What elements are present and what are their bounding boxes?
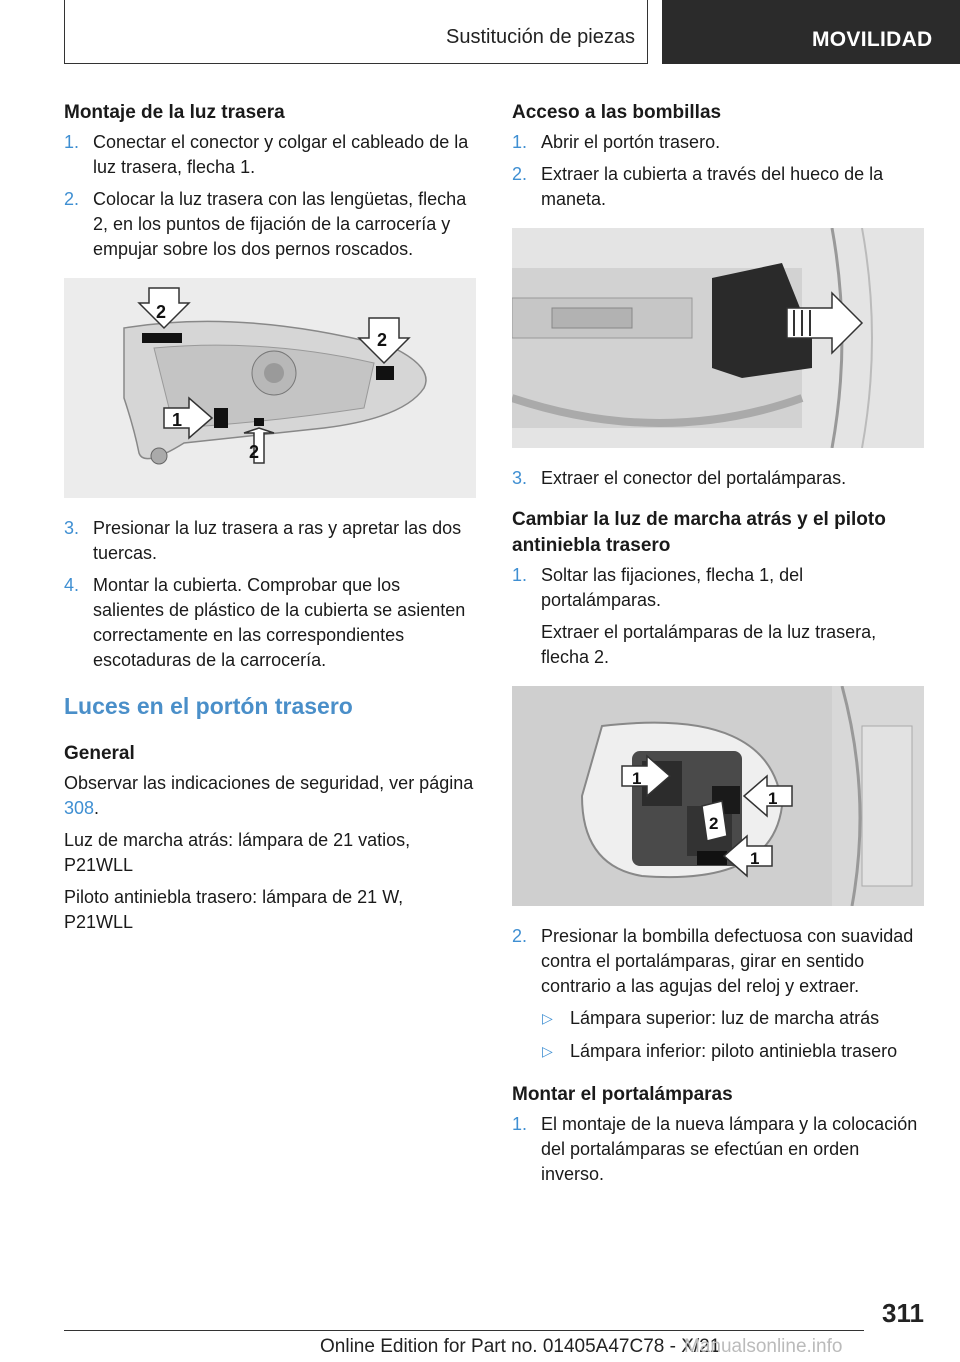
mount-step-2: 2. Colocar la luz trasera con las lengüe… (64, 187, 476, 262)
step-number: 3. (64, 518, 80, 538)
access-heading: Acceso a las bombillas (512, 102, 722, 123)
tailgate-cover-figure (512, 228, 924, 448)
step-number: 2. (512, 164, 528, 184)
mount-step-4: 4. Montar la cubierta. Comprobar que los… (64, 573, 476, 673)
mount-step-3: 3. Presionar la luz trasera a ras y apre… (64, 516, 476, 566)
chapter-tab[interactable]: MOVILIDAD (662, 0, 960, 64)
footer-watermark: Manualsonline.info (684, 1336, 843, 1357)
figure-label: 1 (172, 410, 182, 430)
step-text: Colocar la luz trasera con las lengüetas… (93, 189, 467, 259)
install-heading: Montar el portalámparas (512, 1084, 733, 1105)
change-step-2: 2. Presionar la bombilla defectuosa con … (512, 924, 924, 999)
page-number: 311 (882, 1298, 924, 1328)
step-number: 1. (64, 132, 80, 152)
page-link[interactable]: 308 (64, 798, 95, 818)
general-heading: General (64, 743, 135, 764)
reverse-lamp-spec: Luz de marcha atrás: lámpara de 21 vatio… (64, 830, 411, 875)
figure-label: 1 (750, 849, 759, 868)
mount-heading: Montaje de la luz trasera (64, 102, 285, 123)
change-step-1-extra: Extraer el portalámparas de la luz trase… (541, 622, 877, 667)
footer-divider (64, 1330, 864, 1331)
mount-step-1: 1. Conectar el conector y colgar el cabl… (64, 130, 476, 180)
triangle-bullet-icon: ▷ (542, 1010, 553, 1026)
step-number: 2. (512, 926, 528, 946)
access-step-3: 3. Extraer el conector del portalámparas… (512, 466, 924, 491)
install-step-1: 1. El montaje de la nueva lámpara y la c… (512, 1112, 924, 1187)
figure-label: 2 (249, 442, 259, 462)
step-number: 3. (512, 468, 528, 488)
tailgate-cover-illustration (512, 228, 924, 448)
bullet-lower-lamp: ▷ Lámpara inferior: piloto antiniebla tr… (512, 1039, 924, 1064)
lamp-holder-illustration: 1 1 2 1 (512, 686, 924, 906)
general-text-before: Observar las indicaciones de seguridad, … (64, 773, 474, 793)
triangle-bullet-icon: ▷ (542, 1043, 553, 1059)
general-text-after: . (94, 798, 100, 818)
figure-label: 2 (709, 814, 718, 833)
header-section-title: Sustitución de piezas (445, 26, 635, 48)
step-text: Montar la cubierta. Comprobar que los sa… (93, 575, 466, 670)
bullet-text: Lámpara inferior: piloto antiniebla tras… (570, 1041, 898, 1061)
tail-light-illustration: 2 2 1 2 (64, 278, 476, 498)
bullet-text: Lámpara superior: luz de marcha atrás (570, 1008, 880, 1028)
figure-label: 2 (377, 330, 387, 350)
step-number: 1. (512, 132, 528, 152)
header-section-box: Sustitución de piezas (64, 0, 648, 64)
tail-light-figure: 2 2 1 2 (64, 278, 476, 498)
fog-lamp-spec: Piloto antiniebla trasero: lámpara de 21… (64, 887, 404, 932)
step-number: 2. (64, 189, 80, 209)
general-text: Observar las indicaciones de seguridad, … (64, 771, 476, 821)
left-column: Montaje de la luz trasera 1. Conectar el… (64, 100, 476, 942)
bullet-upper-lamp: ▷ Lámpara superior: luz de marcha atrás (512, 1006, 924, 1031)
figure-label: 1 (632, 769, 641, 788)
section-heading: Luces en el portón trasero (64, 693, 353, 719)
right-column: Acceso a las bombillas 1. Abrir el portó… (512, 100, 924, 1194)
figure-label: 1 (768, 789, 777, 808)
step-text: Presionar la bombilla defectuosa con sua… (541, 926, 914, 996)
step-number: 1. (512, 565, 528, 585)
lamp-holder-figure: 1 1 2 1 (512, 686, 924, 906)
step-text: Soltar las fijaciones, flecha 1, del por… (541, 565, 804, 610)
step-text: Presionar la luz trasera a ras y apretar… (93, 518, 462, 563)
step-number: 1. (512, 1114, 528, 1134)
figure-label: 2 (156, 302, 166, 322)
footer-edition: Online Edition for Part no. 01405A47C78 … (320, 1336, 721, 1357)
step-text: Abrir el portón trasero. (541, 132, 721, 152)
access-step-2: 2. Extraer la cubierta a través del huec… (512, 162, 924, 212)
step-text: Extraer el conector del portalámparas. (541, 468, 847, 488)
step-text: Extraer la cubierta a través del hueco d… (541, 164, 884, 209)
step-text: El montaje de la nueva lámpara y la colo… (541, 1114, 918, 1184)
step-text: Conectar el conector y colgar el cablead… (93, 132, 469, 177)
change-heading: Cambiar la luz de marcha atrás y el pilo… (512, 509, 886, 556)
step-number: 4. (64, 575, 80, 595)
chapter-tab-label: MOVILIDAD (812, 28, 933, 51)
access-step-1: 1. Abrir el portón trasero. (512, 130, 924, 155)
change-step-1: 1. Soltar las fijaciones, flecha 1, del … (512, 563, 924, 613)
